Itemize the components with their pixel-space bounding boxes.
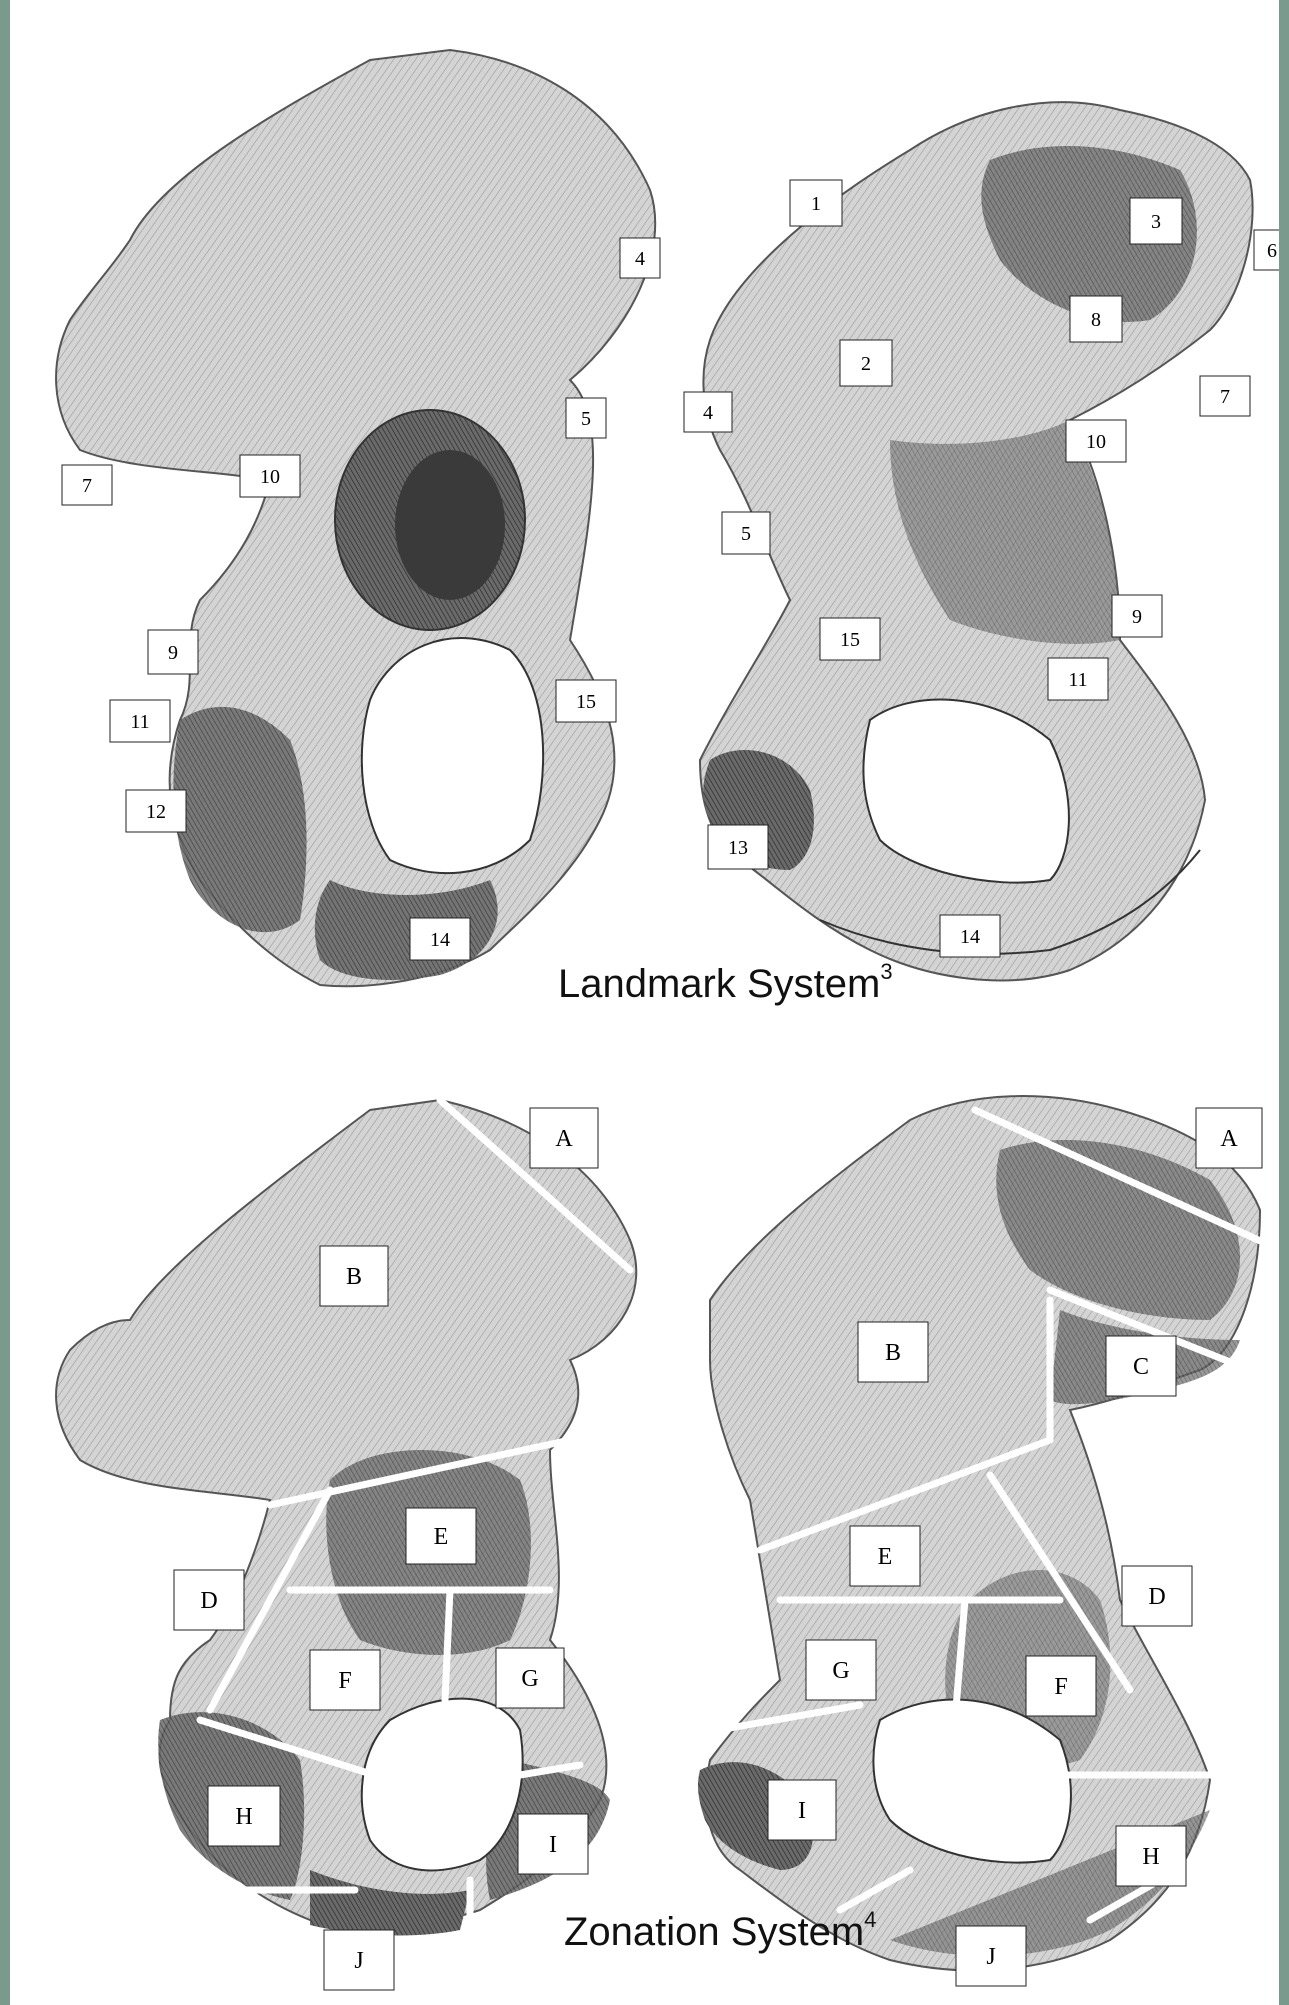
landmark-box-4-right: 4 (684, 392, 732, 432)
landmark-box-13-right: 13 (708, 825, 768, 869)
svg-text:E: E (434, 1524, 449, 1550)
svg-text:14: 14 (430, 929, 450, 951)
landmark-box-4-left: 4 (620, 238, 660, 278)
landmark-box-15-right: 15 (820, 618, 880, 660)
zone-box-D-right: D (1122, 1566, 1192, 1626)
landmark-box-5-left: 5 (566, 398, 606, 438)
landmark-box-7-right: 7 (1200, 376, 1250, 416)
zone-box-G-left: G (496, 1648, 564, 1708)
zonation-caption-ref: 4 (864, 1907, 876, 1932)
svg-text:9: 9 (1132, 606, 1142, 628)
landmark-box-9-right: 9 (1112, 595, 1162, 637)
landmark-box-10-left: 10 (240, 455, 300, 497)
zone-box-B-left: B (320, 1246, 388, 1306)
svg-text:15: 15 (576, 691, 596, 713)
zone-box-I-right: I (768, 1780, 836, 1840)
svg-text:1: 1 (811, 193, 821, 215)
svg-text:7: 7 (1220, 386, 1230, 408)
landmark-caption-ref: 3 (880, 959, 892, 984)
svg-text:5: 5 (581, 408, 591, 430)
svg-text:H: H (235, 1804, 252, 1830)
svg-text:8: 8 (1091, 309, 1101, 331)
landmark-left-bone (56, 50, 655, 986)
svg-text:10: 10 (1086, 431, 1106, 453)
landmark-box-14-left: 14 (410, 918, 470, 960)
svg-text:4: 4 (703, 402, 713, 424)
zone-box-A-right: A (1196, 1108, 1262, 1168)
zone-box-H-left: H (208, 1786, 280, 1846)
zonation-caption-text: Zonation System (564, 1910, 864, 1954)
svg-text:14: 14 (960, 926, 980, 948)
zone-box-F-left: F (310, 1650, 380, 1710)
zonation-system-caption: Zonation System4 (564, 1910, 876, 1955)
zone-box-G-right: G (806, 1640, 876, 1700)
svg-text:D: D (200, 1588, 217, 1614)
svg-text:G: G (832, 1658, 849, 1684)
svg-text:B: B (346, 1264, 362, 1290)
svg-text:15: 15 (840, 629, 860, 651)
svg-text:2: 2 (861, 353, 871, 375)
svg-text:E: E (878, 1544, 893, 1570)
landmark-box-2-right: 2 (840, 340, 892, 386)
svg-text:A: A (555, 1126, 573, 1152)
svg-text:I: I (798, 1798, 806, 1824)
landmark-box-9-left: 9 (148, 630, 198, 674)
zone-box-F-right: F (1026, 1656, 1096, 1716)
zone-box-I-left: I (518, 1814, 588, 1874)
landmark-box-11-right: 11 (1048, 658, 1108, 700)
svg-text:F: F (1054, 1674, 1067, 1700)
zonation-left-bone (56, 1100, 636, 1935)
landmark-box-14-right: 14 (940, 915, 1000, 957)
zone-box-H-right: H (1116, 1826, 1186, 1886)
zone-box-E-right: E (850, 1526, 920, 1586)
zone-box-B-right: B (858, 1322, 928, 1382)
svg-text:G: G (521, 1666, 538, 1692)
svg-text:H: H (1142, 1844, 1159, 1870)
landmark-box-11-left: 11 (110, 700, 170, 742)
landmark-box-12-left: 12 (126, 790, 186, 832)
svg-text:J: J (986, 1944, 995, 1970)
figure-page: 4 5 7 9 10 11 12 14 15 1 2 3 4 5 6 7 8 9… (10, 0, 1279, 2005)
svg-text:F: F (338, 1668, 351, 1694)
landmark-box-5-right: 5 (722, 512, 770, 554)
svg-text:9: 9 (168, 642, 178, 664)
landmark-box-1-right: 1 (790, 180, 842, 226)
svg-text:4: 4 (635, 248, 645, 270)
svg-text:10: 10 (260, 466, 280, 488)
landmark-box-10-right: 10 (1066, 420, 1126, 462)
svg-text:7: 7 (82, 475, 92, 497)
zone-box-E-left: E (406, 1508, 476, 1564)
svg-text:12: 12 (146, 801, 166, 823)
zone-box-J-right: J (956, 1926, 1026, 1986)
landmark-box-8-right: 8 (1070, 296, 1122, 342)
zone-box-A-left: A (530, 1108, 598, 1168)
svg-text:3: 3 (1151, 211, 1161, 233)
svg-text:13: 13 (728, 837, 748, 859)
zone-box-J-left: J (324, 1930, 394, 1990)
svg-text:6: 6 (1267, 240, 1277, 262)
svg-text:5: 5 (741, 523, 751, 545)
svg-text:A: A (1220, 1126, 1238, 1152)
svg-text:I: I (549, 1832, 557, 1858)
landmark-caption-text: Landmark System (558, 962, 880, 1006)
svg-text:D: D (1148, 1584, 1165, 1610)
landmark-box-7-left: 7 (62, 465, 112, 505)
landmark-box-6-right: 6 (1254, 230, 1279, 270)
landmark-box-3-right: 3 (1130, 198, 1182, 244)
zone-box-C-right: C (1106, 1336, 1176, 1396)
zone-box-D-left: D (174, 1570, 244, 1630)
svg-text:11: 11 (1068, 669, 1087, 691)
svg-text:11: 11 (130, 711, 149, 733)
svg-text:C: C (1133, 1354, 1149, 1380)
landmark-system-caption: Landmark System3 (558, 962, 893, 1007)
svg-text:J: J (354, 1948, 363, 1974)
landmark-box-15-left: 15 (556, 680, 616, 722)
svg-text:B: B (885, 1340, 901, 1366)
